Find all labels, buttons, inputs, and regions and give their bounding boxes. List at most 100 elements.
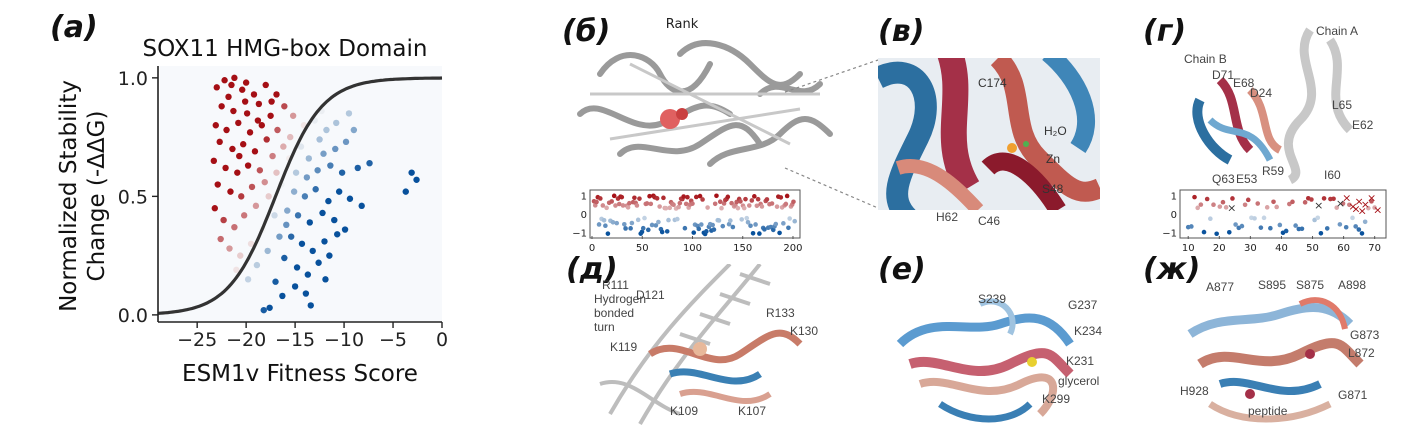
rank-point [663, 205, 669, 211]
residue-label: G871 [1338, 388, 1368, 402]
cross-marker: × [1314, 199, 1323, 212]
rank-point [629, 220, 635, 226]
rank-point [791, 199, 796, 205]
rank-point [614, 220, 620, 226]
scatter-point [413, 176, 420, 183]
rank-point [611, 193, 617, 199]
rank-point [675, 216, 680, 222]
rank-y-tick-label: −1 [572, 228, 587, 239]
rank-point [661, 195, 666, 201]
rank-point [1220, 199, 1226, 205]
panel-label-d: (г) [1143, 14, 1187, 49]
residue-label: K119 [610, 340, 638, 354]
rank-point [1337, 222, 1343, 227]
annotation-label: bonded [594, 306, 635, 320]
rank-point [1309, 197, 1314, 202]
rank-point [786, 225, 791, 231]
scatter-point [233, 266, 240, 274]
rank-point [1214, 231, 1219, 237]
rank-point [755, 196, 761, 202]
scatter-point [213, 84, 220, 91]
x-axis-label: ESM1v Fitness Score [182, 361, 418, 387]
annotation-label: Hydrogen [594, 292, 647, 306]
rank-point [1204, 196, 1210, 202]
residue-label: S895 [1258, 278, 1287, 292]
rank-point [711, 227, 717, 232]
rank-point [648, 201, 654, 207]
cross-marker: × [1336, 197, 1345, 210]
scatter-point [327, 162, 334, 169]
rank-point [725, 194, 731, 200]
rank-point [696, 226, 702, 232]
scatter-point [261, 178, 268, 186]
residue-label: S239 [978, 292, 1007, 306]
scatter-point [293, 264, 301, 271]
scatter-point [260, 306, 267, 314]
scatter-point [269, 152, 276, 160]
rank-x-tick-label: 70 [1368, 243, 1381, 254]
scatter-point [354, 164, 361, 172]
rank-point [1318, 230, 1324, 236]
scatter-point [210, 157, 218, 165]
scatter-point [325, 197, 332, 205]
scatter-point [242, 79, 250, 86]
rank-point [1331, 196, 1336, 202]
scatter-point [273, 169, 280, 176]
scatter-point [298, 240, 306, 247]
ligand-label: glycerol [1058, 374, 1100, 388]
rank-point [1223, 205, 1229, 210]
rank-point [1252, 216, 1257, 221]
rank-point [616, 201, 622, 207]
rank-point [645, 227, 651, 233]
scatter-point [240, 141, 247, 148]
panel-label-g: (ж) [1143, 252, 1201, 287]
rank-point [746, 203, 752, 208]
rank-point [749, 198, 755, 203]
scatter-point [306, 219, 313, 226]
rank-point [1261, 215, 1267, 221]
residue-label: D121 [636, 288, 665, 302]
scatter-point [290, 188, 298, 195]
scatter-point [238, 193, 245, 200]
residue-label: I60 [1324, 168, 1341, 182]
rank-point [1324, 226, 1330, 231]
scatter-point [244, 162, 252, 169]
scatter-point [223, 126, 230, 134]
rank-x-tick-label: 50 [636, 243, 649, 254]
sigmoid-curve [157, 76, 443, 315]
scatter-point [331, 216, 338, 224]
scatter-point [402, 188, 409, 195]
scatter-point [220, 216, 227, 224]
rank-point [1302, 200, 1308, 205]
rank-point [619, 194, 625, 200]
rank-x-tick-label: 100 [683, 243, 702, 254]
scatter-point [302, 290, 310, 297]
scatter-point [297, 143, 305, 150]
scatter-point [326, 252, 333, 259]
scatter-point [247, 240, 255, 247]
residue-label: G873 [1350, 328, 1380, 342]
rank-point [1268, 225, 1273, 231]
rank-point [741, 205, 747, 211]
rank-x-tick-label: 10 [1182, 243, 1195, 254]
scatter-point [266, 304, 273, 311]
rank-point [1264, 205, 1270, 210]
scatter-point [230, 107, 237, 115]
scatter-point [283, 221, 290, 229]
residue-label: H928 [1180, 384, 1209, 398]
scatter-point [346, 195, 354, 202]
scatter-point [314, 167, 321, 174]
scatter-point [231, 223, 238, 231]
residue-label: L65 [1332, 98, 1353, 112]
scatter-point [231, 74, 238, 82]
residue-label: C174 [978, 76, 1007, 90]
residue-label: D24 [1250, 86, 1273, 100]
rank-point [676, 204, 681, 210]
rank-point [1239, 223, 1245, 229]
rank-point [622, 221, 627, 227]
rank-point [639, 229, 645, 235]
rank-point [596, 222, 602, 227]
rank-point [764, 197, 770, 202]
y-axis-label-line1: Normalized Stability [56, 80, 82, 312]
